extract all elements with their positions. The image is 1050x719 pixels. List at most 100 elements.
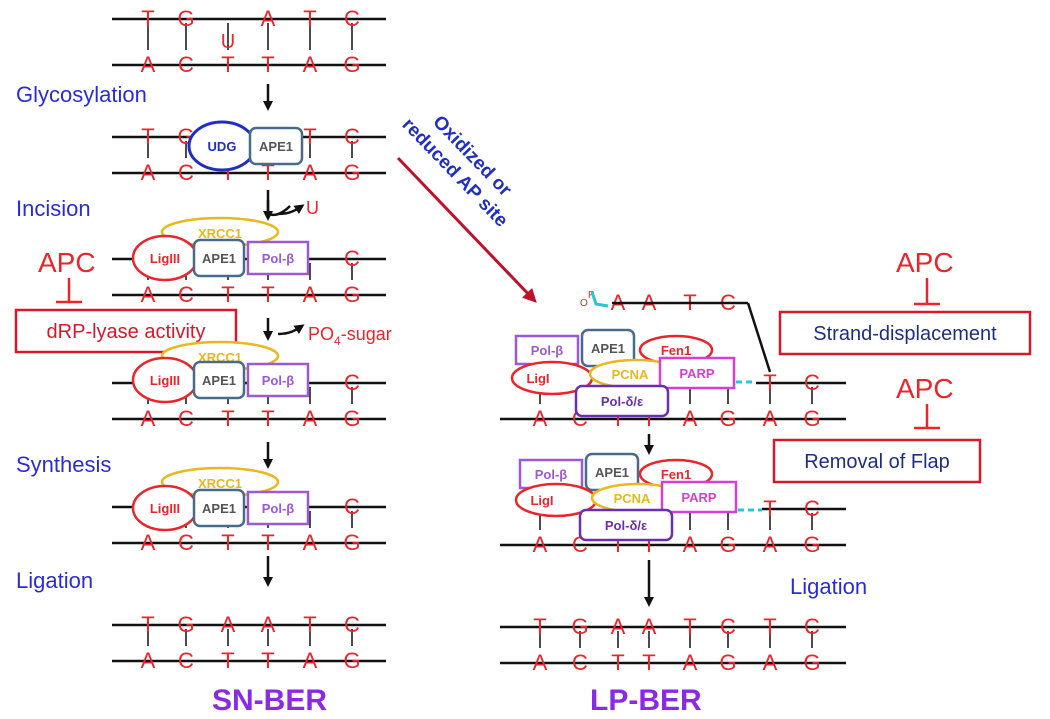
complex-lp-strand-displacement: Pol-β APE1 Fen1 LigI PCNA PARP Pol-δ/ε	[510, 328, 756, 418]
nucleotide: G	[719, 650, 736, 675]
nucleotide: C	[344, 246, 360, 271]
nucleotide: T	[683, 614, 696, 639]
nucleotide: C	[344, 6, 360, 31]
nucleotide: A	[533, 406, 548, 431]
svg-text:Pol-β: Pol-β	[535, 467, 568, 482]
nucleotide: G	[571, 614, 588, 639]
complex-udg-ape1: UDG APE1	[187, 120, 304, 172]
nucleotide: A	[533, 532, 548, 557]
nucleotide: A	[141, 648, 156, 673]
nucleotide: T	[533, 614, 546, 639]
nucleotide: A	[261, 612, 276, 637]
apc-inhibitor-drp: APC dRP-lyase activity	[14, 247, 238, 354]
apc-label-left: APC	[38, 247, 96, 278]
svg-text:APE1: APE1	[202, 251, 236, 266]
nucleotide: A	[533, 650, 548, 675]
nucleotide: T	[221, 52, 234, 77]
svg-text:APE1: APE1	[202, 501, 236, 516]
nucleotide: A	[303, 282, 318, 307]
svg-text:P: P	[588, 290, 595, 301]
apc-inhibitor-flap: APC Removal of Flap	[772, 373, 982, 484]
drp-lyase-box	[14, 308, 238, 354]
nucleotide: T	[141, 612, 154, 637]
svg-text:Pol-β: Pol-β	[262, 251, 295, 266]
nucleotide: C	[178, 406, 194, 431]
nucleotide: A	[763, 406, 778, 431]
nucleotide: G	[177, 6, 194, 31]
step-incision: Incision	[16, 196, 91, 221]
drp-lyase-label: dRP-lyase activity	[47, 321, 206, 343]
svg-text:Pol-β: Pol-β	[262, 501, 295, 516]
nucleotide: T	[303, 124, 316, 149]
nucleotide: A	[303, 406, 318, 431]
nucleotide: C	[344, 494, 360, 519]
udg-label: UDG	[208, 139, 237, 154]
svg-text:LigI: LigI	[526, 371, 549, 386]
svg-text:Pol-β: Pol-β	[531, 343, 564, 358]
removal-of-flap-box	[772, 438, 982, 484]
svg-text:APE1: APE1	[595, 465, 629, 480]
nucleotide: A	[683, 406, 698, 431]
nucleotide: C	[178, 160, 194, 185]
title-lp-ber: LP-BER	[590, 684, 702, 717]
nucleotide: T	[611, 650, 624, 675]
nucleotide: T	[261, 282, 274, 307]
nucleotide: T	[261, 648, 274, 673]
nucleotide: A	[141, 52, 156, 77]
nucleotide: C	[344, 370, 360, 395]
nucleotide: T	[141, 6, 154, 31]
complex-lp-flap-removal: Pol-β APE1 Fen1 LigI PCNA PARP Pol-δ/ε	[514, 452, 762, 542]
svg-text:Pol-β: Pol-β	[262, 373, 295, 388]
nucleotide: T	[221, 648, 234, 673]
nucleotide: A	[303, 530, 318, 555]
svg-text:PCNA: PCNA	[612, 367, 649, 382]
nucleotide: C	[804, 496, 820, 521]
svg-text:LigIII: LigIII	[150, 251, 180, 266]
released-po4-sugar: PO4-sugar	[308, 324, 392, 348]
nucleotide: A	[763, 532, 778, 557]
svg-text:APE1: APE1	[591, 341, 625, 356]
nucleotide: C	[178, 530, 194, 555]
step-glycosylation: Glycosylation	[16, 82, 147, 107]
nucleotide: G	[803, 650, 820, 675]
nucleotide: G	[343, 530, 360, 555]
nucleotide: T	[221, 530, 234, 555]
svg-text:PARP: PARP	[679, 366, 714, 381]
nucleotide: T	[261, 530, 274, 555]
nucleotide: A	[611, 614, 626, 639]
nucleotide: G	[719, 532, 736, 557]
nucleotide: C	[344, 124, 360, 149]
nucleotide: A	[141, 282, 156, 307]
svg-text:XRCC1: XRCC1	[198, 476, 242, 491]
svg-text:Fen1: Fen1	[661, 467, 691, 482]
step-synthesis: Synthesis	[16, 452, 111, 477]
nucleotide: T	[221, 406, 234, 431]
svg-text:Fen1: Fen1	[661, 343, 691, 358]
nucleotide: T	[141, 124, 154, 149]
nucleotide: A	[763, 650, 778, 675]
nucleotide: A	[221, 612, 236, 637]
step-ligation-sn: Ligation	[16, 568, 93, 593]
apc-inhibitor-strand: APC Strand-displacement	[778, 247, 1032, 356]
nucleotide: T	[763, 370, 776, 395]
svg-text:LigI: LigI	[530, 493, 553, 508]
nucleotide: G	[343, 648, 360, 673]
svg-text:Pol-δ/ε: Pol-δ/ε	[605, 518, 647, 533]
nucleotide: A	[141, 160, 156, 185]
nucleotide: G	[343, 52, 360, 77]
svg-text:LigIII: LigIII	[150, 373, 180, 388]
apc-label-right-1: APC	[896, 247, 954, 278]
nucleotide: G	[803, 406, 820, 431]
nucleotide: A	[303, 160, 318, 185]
nucleotide: T	[303, 612, 316, 637]
nucleotide: G	[719, 406, 736, 431]
strand-displacement-box	[778, 310, 1032, 356]
nucleotide: T	[261, 406, 274, 431]
nucleotide: A	[141, 406, 156, 431]
nucleotide: C	[344, 612, 360, 637]
nucleotide: C	[804, 370, 820, 395]
nucleotide: U	[221, 31, 235, 53]
nucleotide: T	[261, 160, 274, 185]
